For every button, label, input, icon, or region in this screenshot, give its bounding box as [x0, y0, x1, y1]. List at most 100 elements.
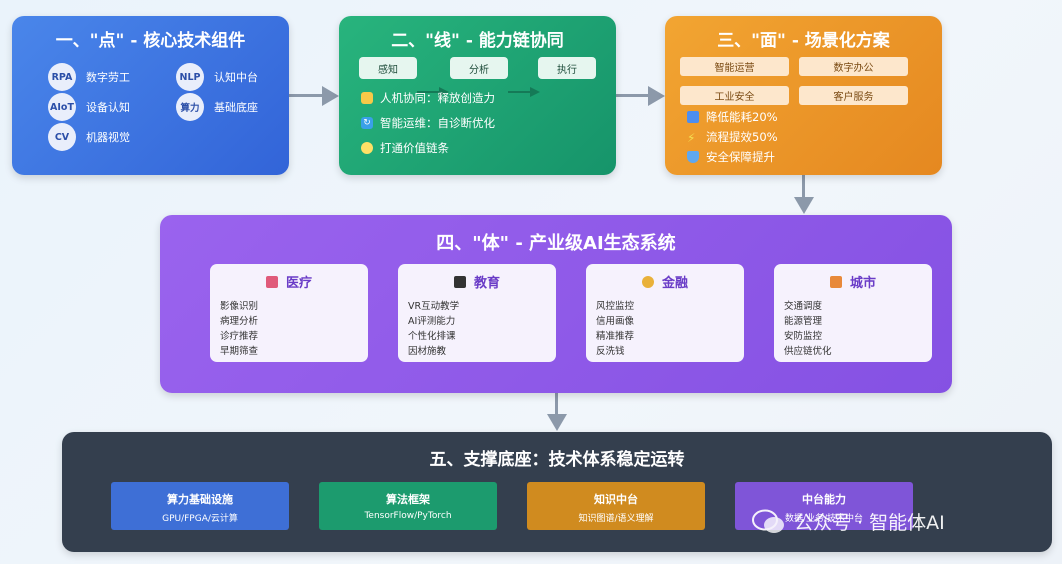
- money-bag-icon: [641, 275, 654, 288]
- metric-text: 降低能耗20%: [706, 110, 778, 124]
- tech-label: 设备认知: [86, 101, 130, 114]
- industry-name: 教育: [473, 276, 500, 291]
- industry-item: 精准推荐: [596, 331, 635, 342]
- box5-title: 五、支撑底座：技术体系稳定运转: [429, 450, 685, 470]
- flow-arrow-icon: [530, 87, 540, 97]
- bullet-text: 打通价值链条: [380, 141, 449, 155]
- scene-tag: 智能运营: [680, 57, 789, 76]
- box1-title: 一、"点" - 核心技术组件: [55, 31, 246, 51]
- refresh-icon: ↻: [361, 117, 373, 129]
- aiot-badge: AIoT: [48, 93, 76, 121]
- support-subtitle: 数据/业务/技术中台: [784, 514, 864, 524]
- box3-title: 三、"面" - 场景化方案: [717, 31, 890, 51]
- industry-card-finance: 金融 风控监控 信用画像 精准推荐 反洗钱: [586, 264, 744, 362]
- flow-step-execute: 执行: [538, 57, 596, 79]
- bullet-item: ↻ 智能运维：自诊断优化: [361, 115, 495, 131]
- bullet-text: 智能运维：自诊断优化: [380, 116, 495, 130]
- arrow-head-box3-box4: [794, 197, 814, 214]
- lightning-icon: ⚡: [687, 131, 696, 145]
- arrow-head-box1-box2: [322, 86, 339, 106]
- arrow-box2-box3: [616, 94, 652, 97]
- industry-card-city: 城市 交通调度 能源管理 安防监控 供应链优化: [774, 264, 932, 362]
- cv-badge: CV: [48, 123, 76, 151]
- bar-chart-icon: [687, 111, 699, 123]
- industry-item: 诊疗推荐: [220, 331, 259, 342]
- handshake-icon: [361, 92, 373, 104]
- industry-name: 城市: [849, 276, 876, 291]
- support-algorithm-framework: 算法框架 TensorFlow/PyTorch: [319, 482, 497, 530]
- rpa-badge: RPA: [48, 63, 76, 91]
- industry-item: 个性化排课: [408, 331, 456, 342]
- metric-text: 流程提效50%: [706, 130, 778, 144]
- industry-card-education: 教育 VR互动教学 AI评测能力 个性化排课 因材施教: [398, 264, 556, 362]
- support-knowledge-platform: 知识中台 知识图谱/语义理解: [527, 482, 705, 530]
- industry-item: 反洗钱: [596, 346, 625, 357]
- tech-label: 基础底座: [214, 101, 258, 114]
- bullet-item: 打通价值链条: [361, 140, 449, 156]
- industry-item: 早期筛查: [220, 346, 259, 357]
- industry-item: 供应链优化: [784, 346, 832, 357]
- industry-item: 风控监控: [596, 301, 635, 312]
- support-title: 中台能力: [802, 493, 846, 506]
- scenario-solutions-box: 三、"面" - 场景化方案 智能运营 数字办公 工业安全 客户服务 降低能耗20…: [665, 16, 942, 175]
- industry-item: VR互动教学: [408, 301, 460, 312]
- compute-badge: 算力: [176, 93, 204, 121]
- flow-line: [508, 91, 534, 93]
- support-title: 算法框架: [386, 493, 430, 506]
- nlp-badge: NLP: [176, 63, 204, 91]
- industry-item: 信用画像: [596, 316, 635, 327]
- flow-step-analyze: 分析: [450, 57, 508, 79]
- arrow-head-box4-box5: [547, 414, 567, 431]
- hospital-icon: [265, 275, 278, 288]
- scene-tag: 客户服务: [799, 86, 908, 105]
- bullet-text: 人机协同：释放创造力: [380, 91, 495, 105]
- industry-item: 影像识别: [220, 301, 259, 312]
- bullet-item: 人机协同：释放创造力: [361, 90, 495, 106]
- tech-label: 机器视觉: [86, 131, 130, 144]
- support-title: 算力基础设施: [167, 493, 233, 506]
- support-subtitle: GPU/FPGA/云计算: [162, 514, 238, 524]
- industry-item: AI评测能力: [408, 316, 456, 327]
- support-title: 知识中台: [594, 493, 638, 506]
- flow-line: [417, 91, 443, 93]
- city-icon: [829, 275, 842, 288]
- scene-tag: 数字办公: [799, 57, 908, 76]
- shield-icon: [687, 151, 699, 163]
- scene-tag: 工业安全: [680, 86, 789, 105]
- wechat-icon: [752, 509, 786, 535]
- arrow-box3-box4: [802, 175, 805, 199]
- flow-arrow-icon: [439, 87, 449, 97]
- core-tech-components-box: 一、"点" - 核心技术组件 RPA 数字劳工 AIoT 设备认知 CV 机器视…: [12, 16, 289, 175]
- tech-item-aiot: AIoT 设备认知: [48, 93, 130, 121]
- metric-text: 安全保障提升: [706, 150, 775, 164]
- flow-step-perceive: 感知: [359, 57, 417, 79]
- ai-ecosystem-box: 四、"体" - 产业级AI生态系统 医疗 影像识别 病理分析 诊疗推荐 早期筛查…: [160, 215, 952, 393]
- watermark-text: 公众号 · 智能体AI: [794, 512, 945, 534]
- arrow-head-box2-box3: [648, 86, 665, 106]
- tech-item-nlp: NLP 认知中台: [176, 63, 258, 91]
- metric-item: ⚡ 流程提效50%: [687, 129, 778, 145]
- industry-item: 病理分析: [220, 316, 259, 327]
- tech-item-cv: CV 机器视觉: [48, 123, 130, 151]
- support-subtitle: 知识图谱/语义理解: [578, 514, 654, 524]
- metric-item: 安全保障提升: [687, 149, 775, 165]
- industry-name: 金融: [661, 276, 688, 291]
- support-subtitle: TensorFlow/PyTorch: [364, 511, 452, 521]
- industry-item: 能源管理: [784, 316, 823, 327]
- arrow-box4-box5: [555, 393, 558, 417]
- lightbulb-icon: [361, 142, 373, 154]
- industry-item: 因材施教: [408, 346, 447, 357]
- capability-chain-box: 二、"线" - 能力链协同 感知 分析 执行 人机协同：释放创造力 ↻ 智能运维…: [339, 16, 616, 175]
- tech-item-rpa: RPA 数字劳工: [48, 63, 130, 91]
- support-foundation-box: 五、支撑底座：技术体系稳定运转 算力基础设施 GPU/FPGA/云计算 算法框架…: [62, 432, 1052, 552]
- industry-item: 安防监控: [784, 331, 823, 342]
- support-compute-infra: 算力基础设施 GPU/FPGA/云计算: [111, 482, 289, 530]
- industry-card-medical: 医疗 影像识别 病理分析 诊疗推荐 早期筛查: [210, 264, 368, 362]
- industry-name: 医疗: [285, 276, 312, 291]
- graduation-cap-icon: [453, 275, 466, 288]
- tech-item-compute: 算力 基础底座: [176, 93, 258, 121]
- box2-title: 二、"线" - 能力链协同: [391, 31, 564, 51]
- support-middle-platform: 中台能力 数据/业务/技术中台: [735, 482, 913, 530]
- watermark: 公众号 · 智能体AI: [752, 508, 945, 535]
- metric-item: 降低能耗20%: [687, 109, 778, 125]
